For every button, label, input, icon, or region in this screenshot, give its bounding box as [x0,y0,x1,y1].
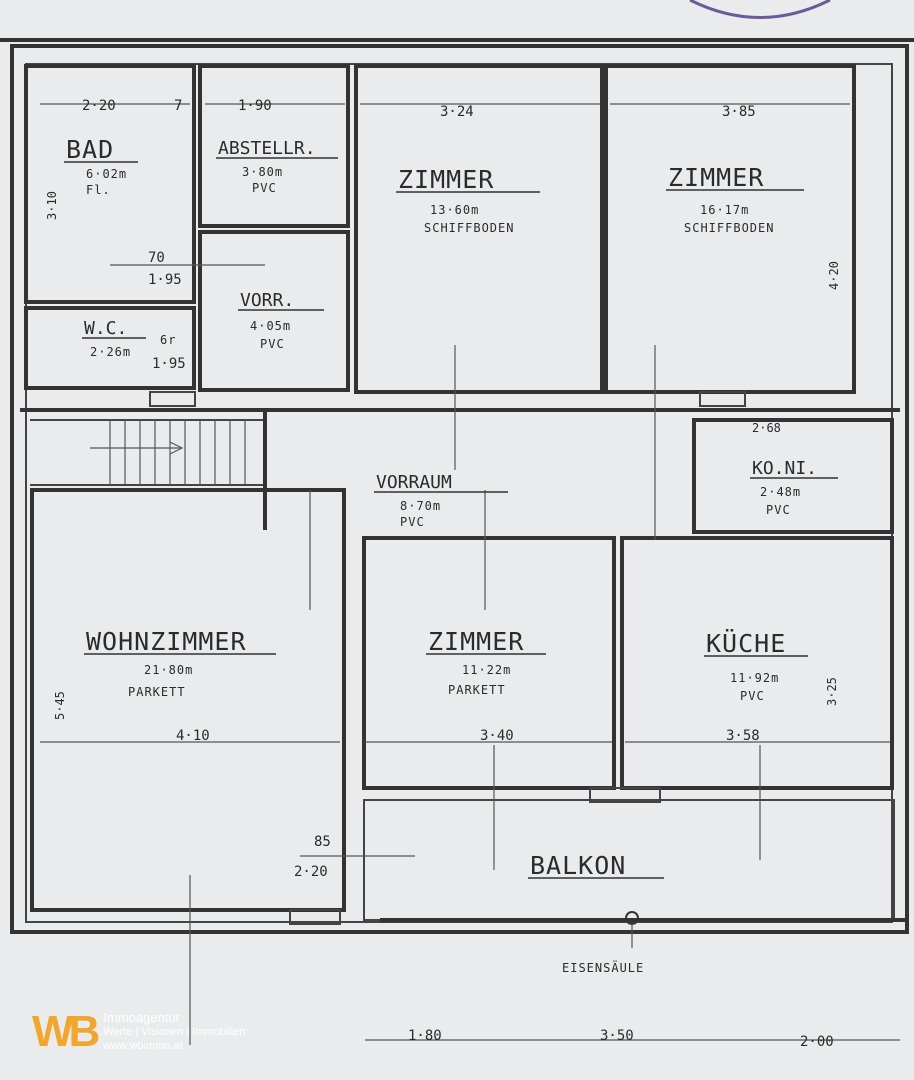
svg-text:PVC: PVC [252,181,277,195]
svg-text:KO.NI.: KO.NI. [752,458,817,479]
dimension-labels: 2·20 1·90 3·24 3·85 7 3·10 70 1·95 1·95 … [45,98,841,1050]
svg-text:VORR.: VORR. [240,290,294,311]
svg-text:PARKETT: PARKETT [448,683,506,697]
svg-text:3·25: 3·25 [825,677,839,706]
svg-text:2·68: 2·68 [752,421,781,435]
svg-text:4·20: 4·20 [827,261,841,290]
room-vorraum: VORRAUM 8·70m PVC [374,472,508,529]
svg-text:1·90: 1·90 [238,98,272,114]
svg-text:VORRAUM: VORRAUM [376,472,452,493]
room-zimmer-3: ZIMMER 11·22m PARKETT [426,627,546,697]
room-abstellraum: ABSTELLR. 3·80m PVC [216,138,338,195]
agency-logo: WB Immoagentur Werte | Visionen | Immobi… [32,1010,246,1054]
svg-text:ZIMMER: ZIMMER [398,165,494,194]
room-zimmer-1: ZIMMER 13·60m SCHIFFBODEN [396,165,540,235]
staircase [90,420,246,485]
svg-text:KÜCHE: KÜCHE [706,629,786,658]
svg-text:6·02m: 6·02m [86,167,127,181]
svg-text:4·10: 4·10 [176,728,210,744]
room-vorr: VORR. 4·05m PVC [238,290,324,351]
room-bad: BAD 6·02m Fl. [64,135,138,197]
svg-text:PVC: PVC [400,515,425,529]
room-kueche: KÜCHE 11·92m PVC [704,629,808,703]
svg-text:3·40: 3·40 [480,728,514,744]
svg-text:1·95: 1·95 [152,356,186,372]
svg-text:1·95: 1·95 [148,272,182,288]
svg-text:SCHIFFBODEN: SCHIFFBODEN [684,221,774,235]
svg-text:21·80m: 21·80m [144,663,193,677]
svg-text:BAD: BAD [66,135,114,164]
svg-text:ZIMMER: ZIMMER [428,627,524,656]
svg-text:3·85: 3·85 [722,104,756,120]
room-wohnzimmer: WOHNZIMMER 21·80m PARKETT [84,627,276,699]
svg-text:4·05m: 4·05m [250,319,291,333]
svg-text:70: 70 [148,250,165,266]
svg-text:3·10: 3·10 [45,191,59,220]
svg-text:5·45: 5·45 [53,691,67,720]
svg-text:11·92m: 11·92m [730,671,779,685]
svg-text:2·00: 2·00 [800,1034,834,1050]
svg-text:Fl.: Fl. [86,183,111,197]
svg-text:WOHNZIMMER: WOHNZIMMER [86,627,247,656]
room-kochnische: KO.NI. 2·48m PVC [750,458,838,517]
svg-text:1·80: 1·80 [408,1028,442,1044]
iron-column-label: EISENSÄULE [562,960,644,975]
svg-text:3·58: 3·58 [726,728,760,744]
svg-text:7: 7 [174,98,182,114]
svg-text:2·20: 2·20 [82,98,116,114]
logo-line-1: Immoagentur [103,1010,180,1025]
svg-text:PARKETT: PARKETT [128,685,186,699]
svg-text:6r: 6r [160,333,176,347]
svg-text:2·26m: 2·26m [90,345,131,359]
svg-text:11·22m: 11·22m [462,663,511,677]
svg-text:2·20: 2·20 [294,864,328,880]
svg-text:PVC: PVC [260,337,285,351]
svg-text:ZIMMER: ZIMMER [668,163,764,192]
svg-text:85: 85 [314,834,331,850]
balcony: BALKON [528,851,664,880]
svg-text:BALKON: BALKON [530,851,626,880]
dimension-lines [40,103,900,1045]
svg-text:8·70m: 8·70m [400,499,441,513]
svg-text:PVC: PVC [766,503,791,517]
svg-text:PVC: PVC [740,689,765,703]
svg-text:ABSTELLR.: ABSTELLR. [218,138,316,159]
room-zimmer-2: ZIMMER 16·17m SCHIFFBODEN [666,163,804,235]
logo-line-3: www.wbimmo.at [103,1040,183,1052]
svg-text:SCHIFFBODEN: SCHIFFBODEN [424,221,514,235]
interior-walls [20,64,905,948]
logo-mark: WB [32,1007,100,1056]
svg-text:16·17m: 16·17m [700,203,749,217]
svg-text:13·60m: 13·60m [430,203,479,217]
svg-text:3·80m: 3·80m [242,165,283,179]
svg-text:2·48m: 2·48m [760,485,801,499]
logo-text: Immoagentur Werte | Visionen | Immobilie… [103,1011,245,1053]
logo-line-2: Werte | Visionen | Immobilien [103,1026,246,1038]
room-wc: W.C. 2·26m 6r [82,318,176,359]
svg-text:W.C.: W.C. [84,318,127,339]
svg-text:3·24: 3·24 [440,104,474,120]
stamp-seal [689,0,831,19]
svg-text:3·50: 3·50 [600,1028,634,1044]
